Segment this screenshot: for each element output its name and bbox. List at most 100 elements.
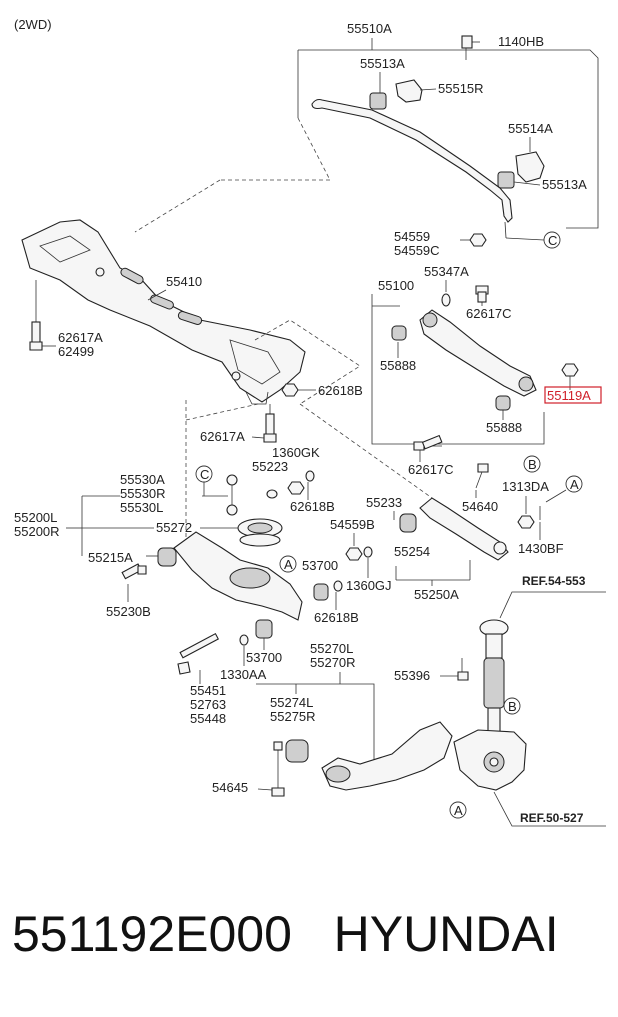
bracket-right xyxy=(515,151,545,183)
label-62617a-left: 62617A xyxy=(58,330,103,345)
washer-1330aa xyxy=(239,634,249,646)
label-62617c-top: 62617C xyxy=(466,306,512,321)
bolt-62617c-mid xyxy=(413,434,443,451)
label-55448: 55448 xyxy=(190,711,226,726)
spring-seat xyxy=(237,518,283,547)
bolt-55451 xyxy=(177,632,220,675)
marker-b-low xyxy=(503,697,521,715)
part-number: 551192E000 xyxy=(12,906,292,962)
label-55530a: 55530A xyxy=(120,472,165,487)
nut-54559b xyxy=(345,547,363,561)
label-1430bf: 1430BF xyxy=(518,541,564,556)
bushing-53700-top xyxy=(313,583,329,601)
label-55275r: 55275R xyxy=(270,709,316,724)
marker-b-mid xyxy=(523,455,541,473)
marker-a-right-label: A xyxy=(570,477,579,492)
bolt-62617a-left xyxy=(29,280,43,351)
nut-1360gk xyxy=(287,481,305,495)
marker-a-mid-label: A xyxy=(284,557,293,572)
highlight-box-55119a xyxy=(544,386,602,404)
marker-a-right xyxy=(565,475,583,493)
marker-b-low-label: B xyxy=(508,699,517,714)
drive-type-note: (2WD) xyxy=(14,17,52,32)
bolt-1140hb xyxy=(461,35,473,49)
bolt-55230b xyxy=(121,563,147,580)
label-62617a-mid: 62617A xyxy=(200,429,245,444)
caption: 551192E000 HYUNDAI xyxy=(12,905,612,963)
label-55515r: 55515R xyxy=(438,81,484,96)
label-55347a: 55347A xyxy=(424,264,469,279)
marker-a-low xyxy=(449,801,467,819)
label-1140hb: 1140HB xyxy=(498,34,544,49)
label-54559: 54559 xyxy=(394,229,430,244)
bushing-55888-left xyxy=(391,325,407,341)
label-55513a-right: 55513A xyxy=(542,177,587,192)
nut-62618b-top xyxy=(281,383,299,397)
crossmember xyxy=(21,219,306,403)
label-62618b-top: 62618B xyxy=(318,383,363,398)
marker-a-low-label: A xyxy=(454,803,463,818)
label-55119a: 55119A xyxy=(547,388,591,403)
bracket-top xyxy=(395,79,423,103)
bushing-55274l xyxy=(285,739,309,763)
label-1313da: 1313DA xyxy=(502,479,549,494)
label-54645: 54645 xyxy=(212,780,248,795)
marker-c-mid-label: C xyxy=(200,467,209,482)
bolt-54645 xyxy=(271,741,285,797)
label-1330aa: 1330AA xyxy=(220,667,267,682)
shock-absorber xyxy=(479,619,509,749)
label-55396: 55396 xyxy=(394,668,430,683)
bolt-55396 xyxy=(457,658,469,681)
nut-55119a xyxy=(561,363,579,377)
label-55254: 55254 xyxy=(394,544,430,559)
label-1360gj: 1360GJ xyxy=(346,578,392,593)
washer-55347a xyxy=(441,293,451,307)
label-55513a-top: 55513A xyxy=(360,56,405,71)
brand-name: HYUNDAI xyxy=(333,906,559,962)
upper-arm xyxy=(419,309,537,397)
label-55100: 55100 xyxy=(378,278,414,293)
label-55514a: 55514A xyxy=(508,121,553,136)
label-55230b: 55230B xyxy=(106,604,151,619)
label-55250a: 55250A xyxy=(414,587,459,602)
washer-62618b-mid xyxy=(305,470,315,482)
bushing-55215a xyxy=(157,547,177,567)
ref-54-553: REF.54-553 xyxy=(522,574,586,588)
washer-62618b-low xyxy=(333,580,343,592)
label-53700-low: 53700 xyxy=(246,650,282,665)
bushing-55888-right xyxy=(495,395,511,411)
label-55200l: 55200L xyxy=(14,510,57,525)
label-62618b-mid: 62618B xyxy=(290,499,335,514)
trailing-arm xyxy=(321,721,453,791)
label-55223: 55223 xyxy=(252,459,288,474)
label-53700-top: 53700 xyxy=(302,558,338,573)
nut-54559 xyxy=(469,233,487,247)
marker-c-upper-label: C xyxy=(548,233,557,248)
label-62617c-mid: 62617C xyxy=(408,462,454,477)
label-55510a: 55510A xyxy=(347,21,392,36)
label-62618b-low: 62618B xyxy=(314,610,359,625)
stabilizer-bar xyxy=(311,98,513,223)
label-55451: 55451 xyxy=(190,683,226,698)
label-52763: 52763 xyxy=(190,697,226,712)
label-54559b: 54559B xyxy=(330,517,375,532)
label-55410: 55410 xyxy=(166,274,202,289)
label-55200r: 55200R xyxy=(14,524,60,539)
label-55270l: 55270L xyxy=(310,641,353,656)
exploded-parts-diagram: C 55510A 1140HB 55513A 55515R 55514A 555… xyxy=(14,21,606,827)
bolt-62617a-mid xyxy=(263,404,277,443)
label-55530l: 55530L xyxy=(120,500,163,515)
label-55233: 55233 xyxy=(366,495,402,510)
bushing-53700-low xyxy=(255,619,273,639)
label-55274l: 55274L xyxy=(270,695,313,710)
washer-1360gj xyxy=(363,546,373,558)
bushing-55254 xyxy=(399,513,417,533)
marker-a-mid xyxy=(279,555,297,573)
upper-arm-group xyxy=(371,285,579,445)
bushing-right xyxy=(497,171,515,189)
label-62499: 62499 xyxy=(58,344,94,359)
washer-55223 xyxy=(266,489,278,499)
label-55270r: 55270R xyxy=(310,655,356,670)
stabilizer-link xyxy=(226,474,238,516)
bolt-54640 xyxy=(475,463,489,489)
